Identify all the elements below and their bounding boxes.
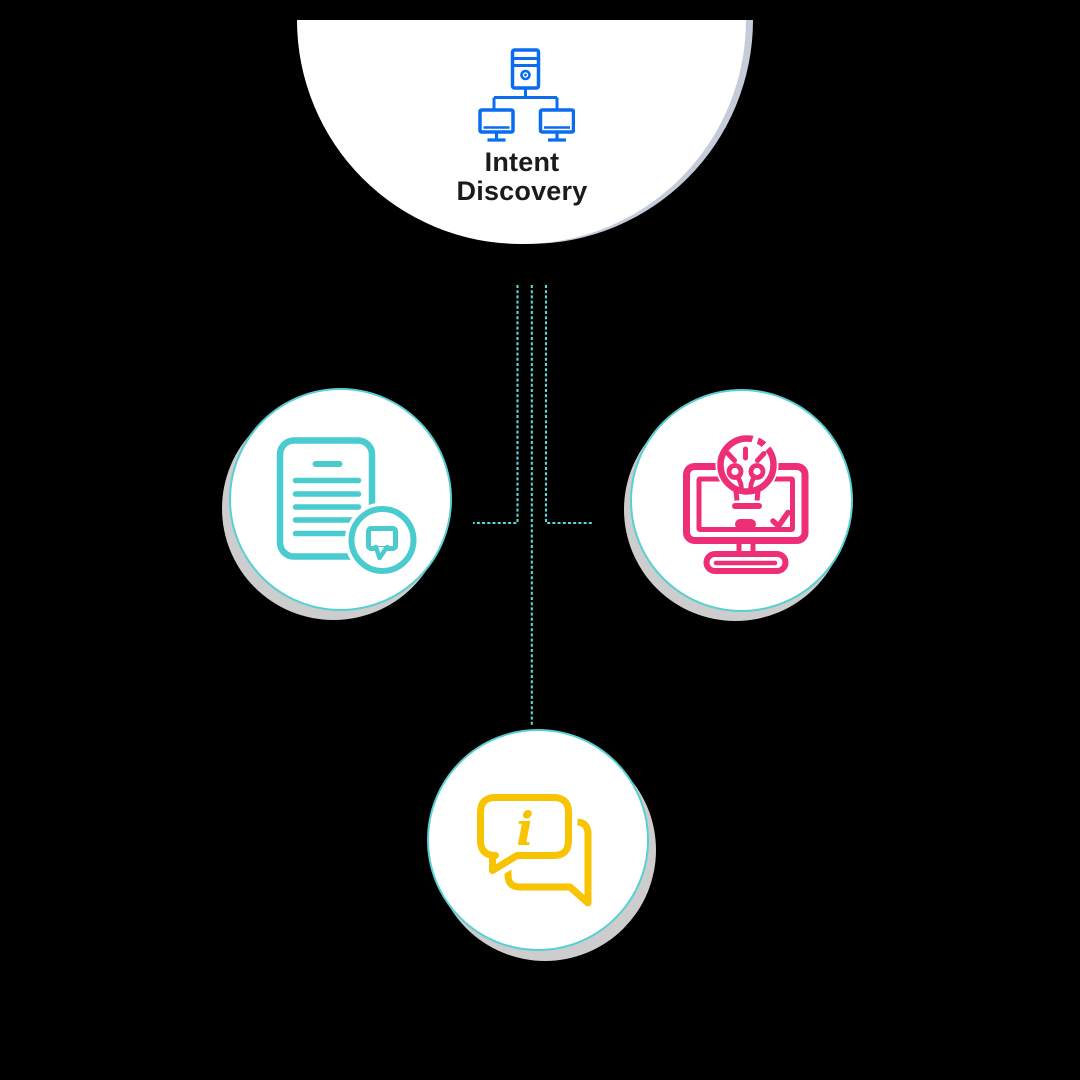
page-title: Intent Discovery xyxy=(456,147,588,206)
connector-left xyxy=(473,285,519,525)
info-letter: i xyxy=(516,802,533,856)
chat-info-icon: i xyxy=(471,788,592,907)
connector-right xyxy=(544,285,592,525)
node-ideas xyxy=(630,388,853,612)
node-documents xyxy=(228,388,452,611)
network-server-icon xyxy=(478,48,575,142)
monitor-lightbulb-icon xyxy=(683,433,809,574)
node-conversations: i xyxy=(427,729,649,951)
document-chat-icon xyxy=(276,437,420,578)
